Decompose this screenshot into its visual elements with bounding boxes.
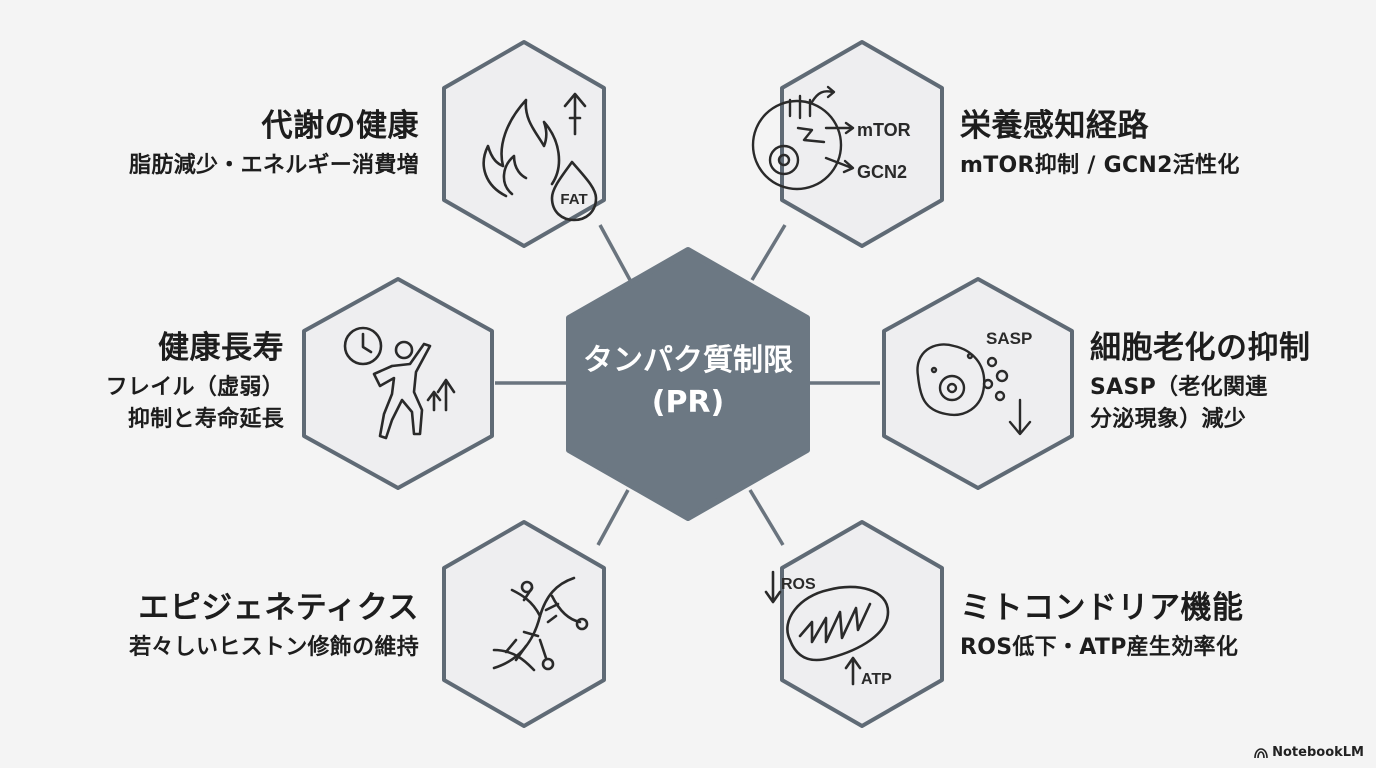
hexagon-senescence (882, 277, 1074, 490)
icon-text-sasp: SASP (986, 329, 1032, 348)
node-title-nutrient: 栄養感知経路 (960, 108, 1149, 144)
icon-text-mtor: mTOR (857, 120, 911, 140)
dna-helix-icon (492, 576, 589, 672)
node-subtitle-longevity: フレイル（虚弱） 抑制と寿命延長 (105, 375, 284, 432)
center-label: タンパク質制限 (PR) (583, 343, 793, 420)
node-subtitle-mitochondria: ROS低下・ATP産生効率化 (960, 635, 1239, 660)
hexagon-nutrient (780, 40, 944, 248)
connector-epigenetics (596, 489, 630, 546)
hexagon-longevity (302, 277, 494, 490)
mitochondrion-icon (764, 570, 890, 686)
node-subtitle-senescence: SASP（老化関連 分泌現象）減少 (1090, 375, 1268, 432)
connectors (495, 224, 880, 546)
brand-label: NotebookLM (1272, 745, 1364, 760)
center-hexagon (566, 247, 810, 521)
active-person-clock-icon (343, 326, 456, 440)
notebooklm-watermark: NotebookLM (1254, 745, 1364, 760)
node-title-mitochondria: ミトコンドリア機能 (960, 590, 1244, 626)
flame-fat-drop-icon (482, 92, 598, 222)
connector-mitochondria (748, 489, 785, 546)
senescent-cell-icon (916, 343, 1032, 436)
icon-text-ros: ROS (781, 576, 816, 593)
icon-text-atp: ATP (861, 671, 892, 688)
node-subtitle-epigenetics: 若々しいヒストン修飾の維持 (129, 635, 419, 660)
node-title-longevity: 健康長寿 (158, 330, 284, 366)
hexagon-metabolic (442, 40, 606, 248)
cell-signaling-icon (751, 85, 855, 191)
node-subtitle-metabolic: 脂肪減少・エネルギー消費増 (129, 153, 419, 178)
node-subtitle-nutrient: mTOR抑制 / GCN2活性化 (960, 153, 1240, 178)
connector-nutrient (750, 224, 787, 281)
icon-text-fat: FAT (560, 191, 587, 208)
hexagon-epigenetics (442, 520, 606, 728)
notebooklm-logo-icon (1254, 747, 1268, 758)
node-title-epigenetics: エピジェネティクス (138, 590, 419, 626)
node-title-senescence: 細胞老化の抑制 (1090, 330, 1311, 366)
connector-metabolic (598, 224, 632, 281)
node-title-metabolic: 代謝の健康 (261, 108, 419, 144)
icon-text-gcn2: GCN2 (857, 162, 907, 182)
